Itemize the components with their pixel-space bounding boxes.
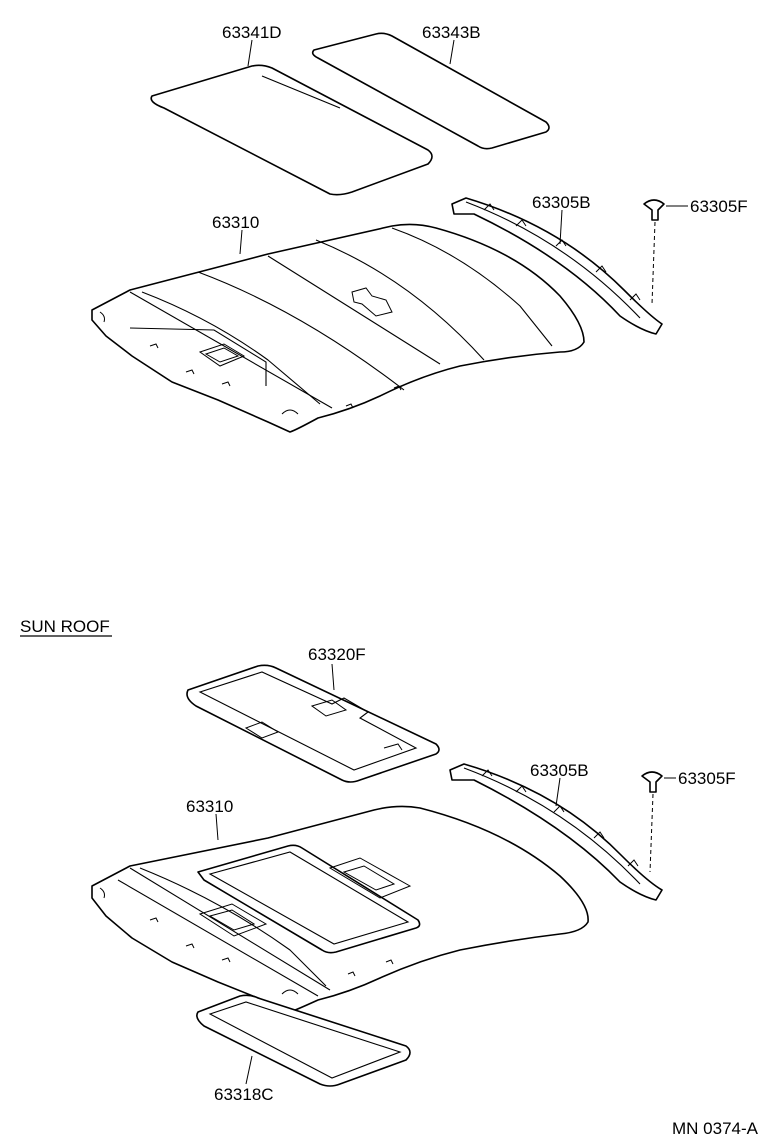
part-63318c-sunroof-panel xyxy=(196,994,411,1087)
label-63310-top: 63310 xyxy=(212,213,259,232)
part-63310-headlining-top xyxy=(91,223,585,433)
label-63320f: 63320F xyxy=(308,645,366,664)
part-63343b-pad xyxy=(311,32,550,150)
label-63343b: 63343B xyxy=(422,23,481,42)
label-63310-bottom: 63310 xyxy=(186,797,233,816)
part-63310-headlining-bottom xyxy=(91,805,589,1013)
label-63305b-top: 63305B xyxy=(532,193,591,212)
part-63320f-trim-frame xyxy=(186,664,440,783)
leader-lines-bottom xyxy=(215,663,676,1085)
part-63305b-rail-bottom xyxy=(449,763,663,901)
label-63305b-bottom: 63305B xyxy=(530,761,589,780)
label-63305f-top: 63305F xyxy=(690,197,748,216)
part-63305f-clip-top xyxy=(643,199,665,305)
label-63341d: 63341D xyxy=(222,23,282,42)
figure-code: MN 0374-A xyxy=(672,1119,759,1138)
label-63305f-bottom: 63305F xyxy=(678,769,736,788)
leader-lines-top xyxy=(239,39,688,255)
part-63305b-rail-top xyxy=(451,197,663,335)
part-63305f-clip-bottom xyxy=(641,771,663,873)
part-63341d-pad xyxy=(150,64,433,196)
section-title-sun-roof: SUN ROOF xyxy=(20,617,110,636)
label-63318c: 63318C xyxy=(214,1085,274,1104)
